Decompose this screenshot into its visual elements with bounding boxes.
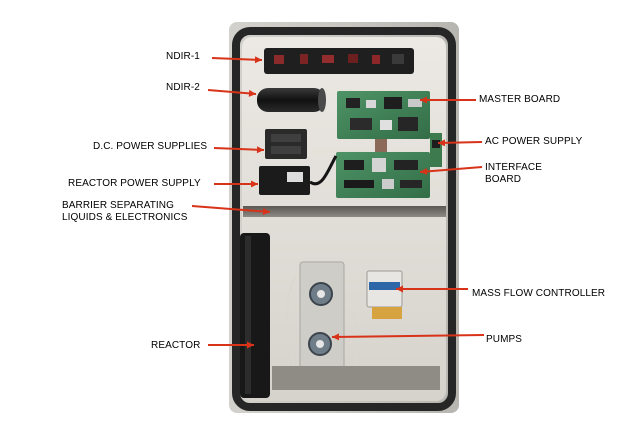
arrow-mass-flow — [396, 285, 468, 293]
arrow-reactor-power — [214, 180, 258, 188]
arrow-pumps — [331, 333, 485, 341]
interface-board — [336, 152, 430, 198]
label-pumps: PUMPS — [486, 334, 523, 345]
ac-power-supply — [430, 133, 442, 167]
arrow-ndir-2 — [207, 89, 257, 97]
arrow-interface-board — [419, 166, 483, 175]
ndir-2-sensor — [257, 88, 326, 112]
arrow-master-board — [420, 96, 476, 104]
label-ac-power-supply: AC POWER SUPPLY — [485, 136, 583, 147]
arrow-barrier — [191, 205, 271, 215]
label-reactor: REACTOR — [151, 340, 201, 351]
arrow-ac-power — [437, 139, 483, 147]
label-master-board: MASTER BOARD — [479, 94, 561, 105]
dc-power-supplies — [265, 129, 307, 159]
arrow-dc-power-supplies — [213, 146, 265, 154]
label-ndir-2: NDIR-2 — [166, 82, 200, 93]
label-dc-power-supplies: D.C. POWER SUPPLIES — [93, 141, 208, 152]
bottom-tray — [272, 366, 440, 390]
master-board — [337, 91, 430, 139]
arrow-ndir-1 — [211, 56, 263, 64]
barrier-shelf — [243, 206, 446, 217]
callout-arrows — [191, 56, 485, 349]
power-cable — [309, 155, 338, 186]
mass-flow-controller — [366, 270, 403, 319]
label-mass-flow-controller: MASS FLOW CONTROLLER — [472, 288, 606, 299]
reactor-tube — [240, 233, 270, 398]
label-barrier: BARRIER SEPARATING LIQUIDS & ELECTRONICS — [62, 200, 188, 223]
ndir-1-sensor — [264, 48, 414, 74]
arrow-reactor — [208, 341, 254, 349]
label-reactor-power-supply: REACTOR POWER SUPPLY — [68, 178, 201, 189]
ribbon-cable — [375, 139, 387, 155]
label-ndir-1: NDIR-1 — [166, 51, 200, 62]
door-gasket — [232, 27, 456, 411]
label-interface-board: INTERFACE BOARD — [485, 162, 543, 185]
reactor-power-supply — [259, 166, 310, 195]
